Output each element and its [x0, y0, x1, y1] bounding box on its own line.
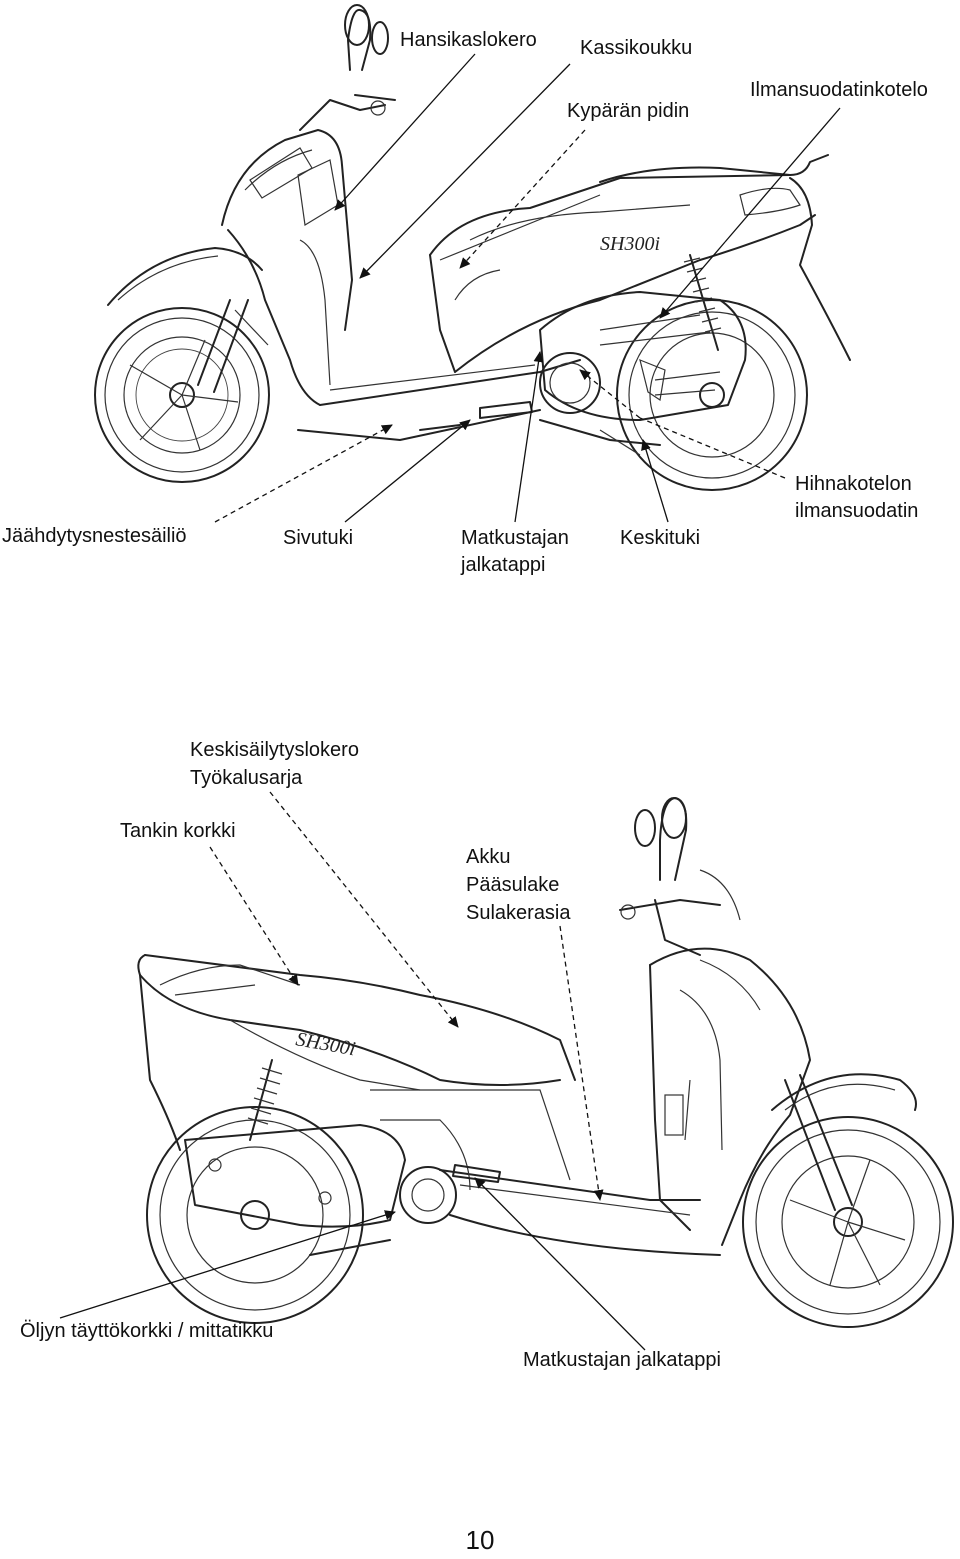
leader-keskisailytyslokero [269, 791, 459, 1028]
leader-akku [559, 925, 604, 1201]
leader-keskituki [641, 439, 669, 523]
label-hihnakotelon: Hihnakotelon [795, 473, 912, 495]
label-keskituki: Keskituki [620, 527, 701, 549]
bike-logo-top: SH300i [600, 233, 660, 255]
leader-tankin-korkki [209, 846, 299, 986]
leader-jaahdytysnestesailio [214, 424, 393, 523]
label-jalkatappi: jalkatappi [461, 554, 546, 576]
label-keskisailytyslokero: Keskisäilytyslokero [190, 739, 359, 761]
leader-hansikaslokero [334, 53, 476, 211]
label-akku: Akku [466, 846, 511, 868]
label-paasulake: Pääsulake [466, 874, 560, 896]
leader-hihnakotelon [639, 417, 786, 479]
label-ilmansuodatin: ilmansuodatin [795, 500, 919, 522]
leader-ilmansuodatinkotelo-tip [659, 241, 726, 319]
leader-matkustajan-jalkatappi [514, 351, 544, 523]
page-number: 10 [465, 1525, 495, 1555]
bike-logo-bottom: SH300i [294, 1028, 357, 1060]
leader-sivutuki [344, 419, 471, 523]
label-kassikoukku: Kassikoukku [580, 37, 693, 59]
leader-kassikoukku [359, 63, 571, 279]
label-tankin-korkki: Tankin korkki [120, 820, 236, 842]
label-tyokalusarja: Työkalusarja [190, 767, 303, 789]
label-matkustajan-jalkatappi: Matkustajan jalkatappi [523, 1349, 721, 1371]
label-matkustajan: Matkustajan [461, 527, 569, 549]
leader-hihnakotelon-tip [579, 369, 641, 419]
leader-ilmansuodatinkotelo [724, 107, 841, 243]
label-hansikaslokero: Hansikaslokero [400, 29, 537, 51]
leader-kyparan-pidin [459, 129, 586, 269]
label-sulakerasia: Sulakerasia [466, 902, 571, 924]
label-oljyn-tayttokorkki: Öljyn täyttökorkki / mittatikku [20, 1320, 274, 1342]
label-ilmansuodatinkotelo: Ilmansuodatinkotelo [750, 79, 928, 101]
scooter-top-drawing: SH300i [94, 4, 851, 491]
label-sivutuki: Sivutuki [283, 527, 354, 549]
leader-oljyn-tayttokorkki [59, 1210, 396, 1319]
label-jaahdytysnestesailio: Jäähdytysnestesäiliö [2, 525, 187, 547]
label-kyparan-pidin: Kypärän pidin [567, 100, 690, 122]
leader-matkustajan-jalkatappi-bottom [474, 1177, 646, 1351]
